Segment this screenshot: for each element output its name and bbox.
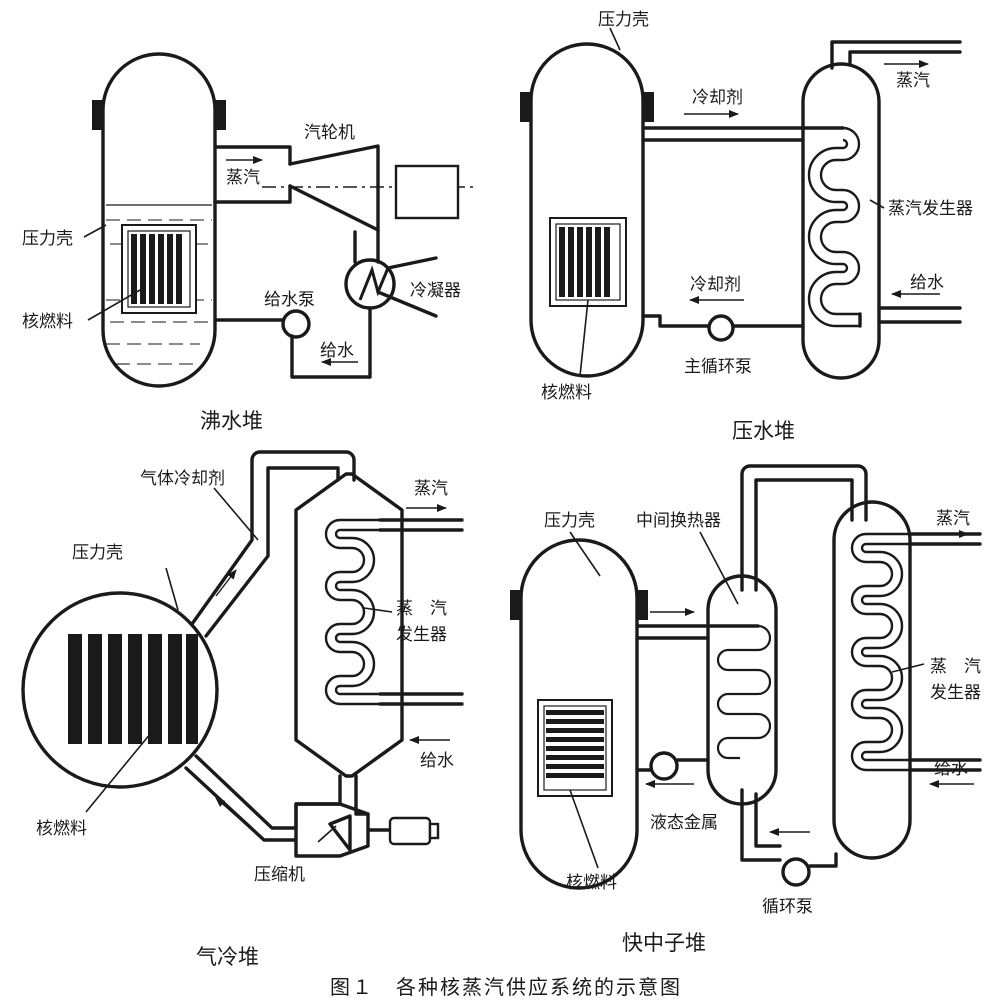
pwr-pressure-vessel bbox=[529, 42, 645, 378]
fbr-secondary-loop bbox=[740, 464, 868, 592]
gcr-label-compressor: 压缩机 bbox=[254, 865, 305, 885]
pwr-label-main-pump: 主循环泵 bbox=[684, 357, 752, 377]
pwr-label-steam: 蒸汽 bbox=[896, 71, 930, 91]
fbr-label-intermediate-hx: 中间换热器 bbox=[636, 511, 721, 531]
fbr-label-steam-generator-2: 发生器 bbox=[930, 683, 981, 703]
fbr-label-nuclear-fuel: 核燃料 bbox=[566, 873, 617, 893]
fbr-label-steam: 蒸汽 bbox=[936, 509, 970, 529]
bwr-panel: 汽轮机 蒸汽 压力壳 核燃料 给水泵 冷凝器 给水 沸水堆 bbox=[22, 52, 478, 433]
gcr-label-feedwater: 给水 bbox=[420, 751, 454, 771]
fbr-steam-generator bbox=[832, 500, 912, 860]
pwr-label-pressure-vessel: 压力壳 bbox=[598, 10, 649, 30]
fbr-label-liquid-metal: 液态金属 bbox=[650, 813, 718, 833]
gcr-motor bbox=[388, 816, 432, 846]
fbr-sg-coil bbox=[850, 532, 910, 772]
bwr-label-condenser: 冷凝器 bbox=[410, 281, 461, 301]
gcr-pressure-vessel bbox=[21, 591, 219, 789]
bwr-label-turbine: 汽轮机 bbox=[304, 123, 355, 143]
fbr-primary-pump bbox=[649, 751, 679, 781]
bwr-steam-pipe bbox=[213, 145, 292, 166]
bwr-condenser-coil bbox=[358, 265, 390, 301]
fbr-pressure-vessel bbox=[519, 538, 639, 890]
bwr-label-pressure-vessel: 压力壳 bbox=[22, 229, 73, 249]
pwr-sg-coil bbox=[819, 126, 861, 316]
fbr-vessel-flange-right bbox=[637, 590, 648, 620]
pwr-fuel-rods bbox=[559, 227, 610, 297]
fbr-panel: 压力壳 中间换热器 蒸汽 蒸 汽 发生器 给水 液态金属 核燃料 循环泵 快中子… bbox=[510, 464, 982, 955]
gcr-label-pressure-vessel: 压力壳 bbox=[72, 543, 123, 563]
fbr-circ-pump bbox=[781, 857, 811, 887]
pwr-steam-generator bbox=[801, 62, 881, 380]
pwr-label-steam-generator: 蒸汽发生器 bbox=[888, 199, 973, 219]
bwr-feedwater-pipe bbox=[290, 306, 372, 379]
fbr-title: 快中子堆 bbox=[622, 931, 706, 955]
gcr-sg-coil bbox=[324, 518, 380, 706]
pwr-label-coolant-return: 冷却剂 bbox=[690, 275, 741, 295]
pwr-vessel-flange-right bbox=[643, 92, 654, 122]
bwr-vessel-flange-left bbox=[92, 100, 103, 130]
gcr-label-nuclear-fuel: 核燃料 bbox=[36, 819, 87, 839]
bwr-label-feed-pump: 给水泵 bbox=[264, 290, 315, 310]
pwr-vessel-flange-left bbox=[520, 92, 531, 122]
fbr-fuel-rods bbox=[546, 710, 604, 778]
pwr-panel: 压力壳 冷却剂 蒸汽 蒸汽发生器 冷却剂 给水 主循环泵 核燃料 压水堆 bbox=[520, 10, 973, 443]
gcr-steam-generator bbox=[294, 472, 404, 778]
bwr-fuel-rods bbox=[131, 234, 182, 304]
gcr-label-gas-coolant: 气体冷却剂 bbox=[140, 469, 225, 489]
pwr-main-pump bbox=[707, 314, 735, 342]
gcr-gas-arrow-up bbox=[215, 569, 237, 597]
bwr-label-feedwater: 给水 bbox=[320, 341, 354, 361]
bwr-label-steam: 蒸汽 bbox=[226, 168, 260, 188]
bwr-turbine bbox=[288, 144, 380, 232]
bwr-title: 沸水堆 bbox=[200, 409, 263, 433]
figure-caption: 图１ 各种核蒸汽供应系统的示意图 bbox=[330, 975, 682, 999]
pwr-steam-outlet bbox=[830, 40, 962, 70]
gcr-fuel-rods bbox=[68, 634, 198, 744]
bwr-feed-pump bbox=[281, 309, 311, 339]
bwr-label-nuclear-fuel: 核燃料 bbox=[22, 312, 73, 332]
gcr-gas-return-duct bbox=[194, 754, 342, 830]
fbr-vessel-flange-left bbox=[510, 590, 521, 620]
gcr-label-steam-generator-1: 蒸 汽 bbox=[396, 599, 447, 619]
gcr-gas-outlet-duct bbox=[190, 450, 356, 626]
gcr-panel: 气体冷却剂 蒸汽 压力壳 蒸 汽 发生器 给水 核燃料 压缩机 气冷堆 bbox=[21, 450, 464, 969]
bwr-vessel-flange-right bbox=[215, 100, 226, 130]
gcr-compressor bbox=[294, 802, 370, 858]
fbr-label-feedwater: 给水 bbox=[934, 759, 968, 779]
fbr-label-pressure-vessel: 压力壳 bbox=[544, 511, 595, 531]
bwr-pressure-vessel bbox=[101, 52, 217, 388]
pwr-label-coolant-out: 冷却剂 bbox=[692, 88, 743, 108]
pwr-label-feedwater: 给水 bbox=[910, 273, 944, 293]
gcr-label-steam-generator-2: 发生器 bbox=[396, 625, 447, 645]
bwr-generator bbox=[394, 164, 460, 220]
gcr-label-steam: 蒸汽 bbox=[414, 479, 448, 499]
pwr-title: 压水堆 bbox=[732, 419, 795, 443]
fbr-label-steam-generator-1: 蒸 汽 bbox=[930, 657, 981, 677]
pwr-label-nuclear-fuel: 核燃料 bbox=[541, 383, 592, 403]
fbr-ihx-coil bbox=[716, 624, 772, 760]
gcr-title: 气冷堆 bbox=[196, 945, 259, 969]
fbr-label-circ-pump: 循环泵 bbox=[762, 897, 813, 917]
gcr-gas-arrow-down bbox=[215, 797, 253, 831]
